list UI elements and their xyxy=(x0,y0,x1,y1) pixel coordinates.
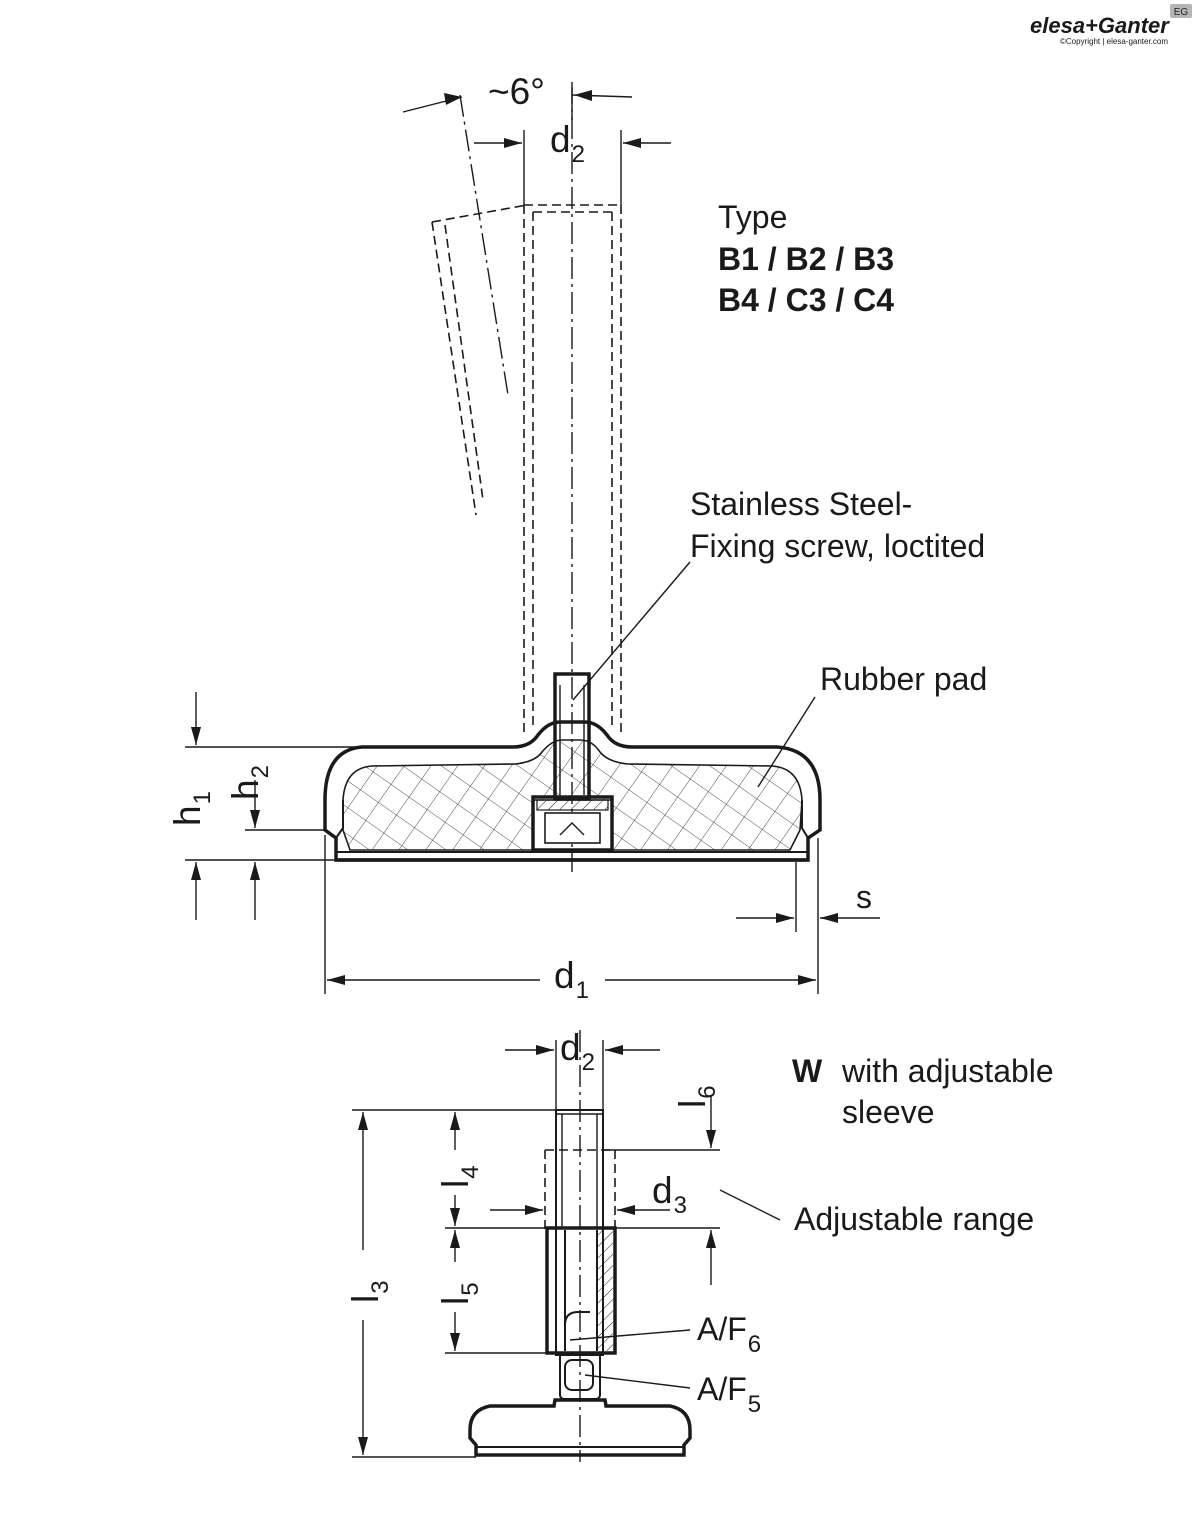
h1-label: h1 xyxy=(167,791,216,826)
l3-dimension xyxy=(352,1109,556,1458)
brand-logo: elesa+Ganter EG ©Copyright | elesa-gante… xyxy=(1030,4,1192,46)
screw-label-line-1: Stainless Steel- xyxy=(690,486,912,522)
s-dimension xyxy=(736,838,880,994)
af5-leader xyxy=(584,1374,691,1389)
bottom-view: d2 W with adjustable sleeve xyxy=(345,1027,1054,1462)
type-line-2: B4 / C3 / C4 xyxy=(718,282,894,318)
top-view: ~6° d2 Type B1 / B2 / B3 B4 / C3 / C4 St… xyxy=(167,71,987,1004)
af6-label: A/F6 xyxy=(697,1311,761,1358)
brand-badge-icon xyxy=(1170,4,1192,18)
screw-leader xyxy=(572,561,691,701)
base-outer-shell xyxy=(323,720,822,862)
fixing-screw xyxy=(553,672,591,801)
w-line-1: with adjustable xyxy=(841,1053,1054,1089)
af5-hex xyxy=(564,1359,594,1391)
brand-badge: EG xyxy=(1174,7,1189,18)
d1-dimension xyxy=(324,835,816,994)
l4-label: l4 xyxy=(435,1165,484,1188)
l5-label: l5 xyxy=(435,1282,484,1305)
screw-head xyxy=(544,812,601,844)
w-line-2: sleeve xyxy=(842,1094,935,1130)
rubber-pad-label: Rubber pad xyxy=(820,661,987,697)
type-line-1: B1 / B2 / B3 xyxy=(718,241,894,277)
h2-label: h2 xyxy=(225,765,274,800)
d1-label: d1 xyxy=(554,955,589,1004)
type-heading: Type xyxy=(718,199,787,235)
d3-label: d3 xyxy=(652,1170,687,1219)
adjustable-range-leader xyxy=(719,1189,781,1221)
angle-label: ~6° xyxy=(488,71,545,112)
brand-logo-text: elesa+Ganter xyxy=(1030,13,1170,38)
d2-dimension-top xyxy=(474,130,671,205)
w-code: W xyxy=(792,1053,823,1089)
h-dimensions xyxy=(185,692,362,920)
tilted-stud-phantom xyxy=(431,94,528,516)
stud-phantom xyxy=(523,204,622,735)
base-assembly-bottom xyxy=(468,1352,692,1457)
d2-label-bottom: d2 xyxy=(560,1027,595,1076)
d2-dimension-bottom xyxy=(505,1040,660,1110)
adjustable-range-label: Adjustable range xyxy=(794,1201,1034,1237)
af6-leader xyxy=(569,1329,691,1341)
brand-copyright: ©Copyright | elesa-ganter.com xyxy=(1060,37,1168,46)
d2-label-top: d2 xyxy=(550,119,585,168)
d3-dimension xyxy=(490,1205,670,1215)
screw-label-line-2: Fixing screw, loctited xyxy=(690,528,985,564)
af5-label: A/F5 xyxy=(697,1371,761,1418)
l4-l5-dimensions xyxy=(445,1112,560,1354)
s-label: s xyxy=(856,879,872,915)
l6-dimension xyxy=(603,1095,720,1285)
screw-head-pocket xyxy=(531,795,614,852)
l6-label: l6 xyxy=(672,1085,721,1108)
l3-label: l3 xyxy=(345,1280,394,1303)
base-assembly-top xyxy=(323,672,822,862)
